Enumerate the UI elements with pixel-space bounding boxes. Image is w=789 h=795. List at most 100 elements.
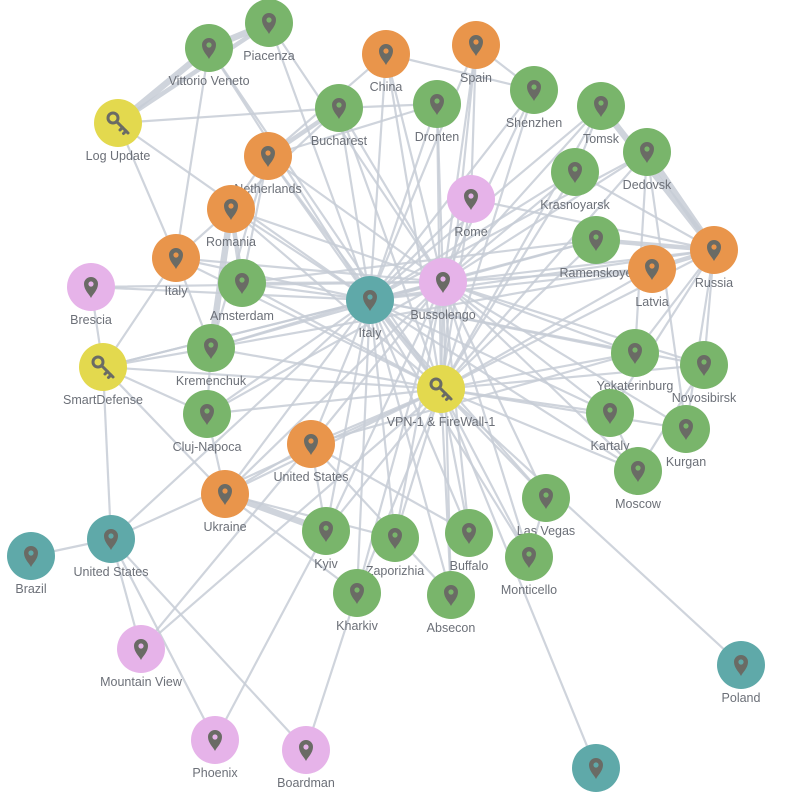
map-pin-icon	[436, 272, 450, 293]
edge	[441, 104, 603, 284]
edge	[213, 529, 328, 742]
edge	[441, 280, 637, 355]
map-pin-icon	[539, 488, 553, 509]
map-pin-icon	[522, 547, 536, 568]
edge	[384, 52, 443, 391]
edge	[393, 387, 443, 540]
node-dedovsk[interactable]: Dedovsk	[623, 128, 672, 192]
node-unlabeled[interactable]	[572, 744, 620, 792]
node-label: Russia	[695, 276, 733, 290]
node-brazil[interactable]: Brazil	[7, 532, 55, 596]
map-pin-icon	[224, 199, 238, 220]
node-absecon[interactable]: Absecon	[427, 571, 476, 635]
edge	[223, 280, 445, 496]
edge	[355, 387, 443, 595]
node-kharkiv[interactable]: Kharkiv	[333, 569, 381, 633]
node-romania[interactable]: Romania	[206, 185, 256, 249]
node-united-states[interactable]: United States	[73, 515, 149, 579]
node-netherlands[interactable]: Netherlands	[234, 132, 302, 196]
edge	[309, 442, 471, 535]
node-label: Krasnoyarsk	[540, 198, 610, 212]
node-label: Kremenchuk	[176, 374, 247, 388]
node-shenzhen[interactable]: Shenzhen	[506, 66, 562, 130]
node-bussolengo[interactable]: Bussolengo	[410, 258, 476, 322]
node-moscow[interactable]: Moscow	[614, 447, 662, 511]
node-smartdefense[interactable]: SmartDefense	[63, 343, 143, 407]
map-pin-icon	[235, 273, 249, 294]
node-label: United States	[273, 470, 348, 484]
node-krasnoyarsk[interactable]: Krasnoyarsk	[540, 148, 610, 212]
node-china[interactable]: China	[362, 30, 410, 94]
edge	[174, 46, 211, 260]
node-brescia[interactable]: Brescia	[67, 263, 115, 327]
node-zaporizhia[interactable]: Zaporizhia	[366, 514, 424, 578]
edge	[368, 102, 439, 302]
node-novosibirsk[interactable]: Novosibirsk	[672, 341, 737, 405]
node-bucharest[interactable]: Bucharest	[311, 84, 368, 148]
node-ramenskoye[interactable]: Ramenskoye	[560, 216, 633, 280]
map-pin-icon	[679, 419, 693, 440]
node-label: Moscow	[615, 497, 662, 511]
node-mountain-view[interactable]: Mountain View	[100, 625, 183, 689]
node-label: Dronten	[415, 130, 460, 144]
map-pin-icon	[204, 338, 218, 359]
map-pin-icon	[350, 583, 364, 604]
map-pin-icon	[299, 740, 313, 761]
edge	[223, 492, 359, 595]
node-ukraine[interactable]: Ukraine	[201, 470, 249, 534]
edge	[439, 351, 637, 391]
node-label: Latvia	[635, 295, 668, 309]
node-rome[interactable]: Rome	[447, 175, 495, 239]
node-spain[interactable]: Spain	[452, 21, 500, 85]
node-kremenchuk[interactable]: Kremenchuk	[176, 324, 247, 388]
node-vpn-1-firewall-1[interactable]: VPN-1 & FireWall-1	[387, 365, 496, 429]
map-pin-icon	[469, 35, 483, 56]
node-italy[interactable]: Italy	[346, 276, 394, 340]
node-yekaterinburg[interactable]: Yekaterinburg	[597, 329, 674, 393]
node-cluj-napoca[interactable]: Cluj-Napoca	[173, 390, 242, 454]
node-monticello[interactable]: Monticello	[501, 533, 557, 597]
node-label: VPN-1 & FireWall-1	[387, 415, 496, 429]
node-label: Vittorio Veneto	[168, 74, 249, 88]
map-pin-icon	[261, 146, 275, 167]
node-vittorio-veneto[interactable]: Vittorio Veneto	[168, 24, 250, 88]
node-russia[interactable]: Russia	[690, 226, 738, 290]
edge	[309, 280, 445, 446]
edge	[266, 154, 443, 391]
node-label: Kharkiv	[336, 619, 378, 633]
map-pin-icon	[363, 290, 377, 311]
node-amsterdam[interactable]: Amsterdam	[210, 259, 274, 323]
node-label: Amsterdam	[210, 309, 274, 323]
node-phoenix[interactable]: Phoenix	[191, 716, 239, 780]
edge	[439, 387, 531, 559]
node-piacenza[interactable]: Piacenza	[243, 0, 295, 63]
node-united-states[interactable]: United States	[273, 420, 349, 484]
edge	[209, 280, 445, 350]
node-label: United States	[73, 565, 148, 579]
edge	[101, 365, 443, 391]
edge	[368, 298, 397, 540]
node-kurgan[interactable]: Kurgan	[662, 405, 710, 469]
map-pin-icon	[594, 96, 608, 117]
node-italy[interactable]: Italy	[152, 234, 200, 298]
map-pin-icon	[332, 98, 346, 119]
node-label: Bucharest	[311, 134, 368, 148]
node-kartaly[interactable]: Kartaly	[586, 389, 634, 453]
node-latvia[interactable]: Latvia	[628, 245, 676, 309]
node-label: SmartDefense	[63, 393, 143, 407]
map-pin-icon	[104, 529, 118, 550]
edge	[109, 537, 308, 752]
node-kyiv[interactable]: Kyiv	[302, 507, 350, 571]
node-log-update[interactable]: Log Update	[86, 99, 151, 163]
node-buffalo[interactable]: Buffalo	[445, 509, 493, 573]
node-poland[interactable]: Poland	[717, 641, 765, 705]
edge	[441, 280, 531, 559]
edge	[684, 248, 716, 431]
node-boardman[interactable]: Boardman	[277, 726, 335, 790]
node-label: Ukraine	[203, 520, 246, 534]
node-las-vegas[interactable]: Las Vegas	[517, 474, 575, 538]
node-tomsk[interactable]: Tomsk	[577, 82, 625, 146]
node-dronten[interactable]: Dronten	[413, 80, 461, 144]
map-pin-icon	[218, 484, 232, 505]
